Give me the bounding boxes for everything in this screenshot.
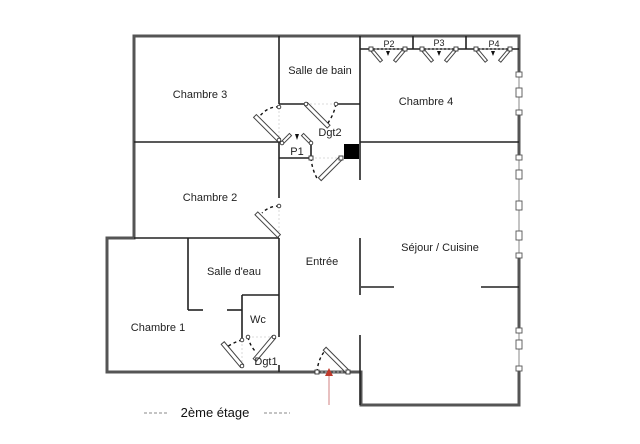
closet-door-p3 bbox=[419, 46, 459, 63]
room-label-chambre1: Chambre 1 bbox=[131, 322, 185, 334]
room-label-p4: P4 bbox=[488, 39, 499, 49]
room-label-dgt1: Dgt1 bbox=[254, 356, 277, 368]
room-label-chambre2: Chambre 2 bbox=[183, 192, 237, 204]
room-label-p1: P1 bbox=[290, 146, 303, 158]
room-label-entree: Entrée bbox=[306, 256, 338, 268]
floor-label-text: 2ème étage bbox=[181, 405, 250, 420]
room-label-dgt2: Dgt2 bbox=[318, 127, 341, 139]
room-label-chambre3: Chambre 3 bbox=[173, 89, 227, 101]
floor-label: 2ème étage bbox=[144, 405, 290, 420]
room-label-salle-de-bain: Salle de bain bbox=[288, 65, 352, 77]
structural-column-icon bbox=[344, 144, 359, 159]
closet-door-p4 bbox=[473, 46, 513, 63]
windows bbox=[515, 71, 523, 372]
entry-arrow-icon bbox=[325, 368, 333, 405]
room-label-sejour-cuisine: Séjour / Cuisine bbox=[401, 242, 479, 254]
room-label-salle-deau: Salle d'eau bbox=[207, 266, 261, 278]
room-label-wc: Wc bbox=[250, 314, 266, 326]
closet-door-p2 bbox=[368, 46, 408, 63]
doors bbox=[220, 46, 513, 375]
room-label-p2: P2 bbox=[383, 39, 394, 49]
room-label-chambre4: Chambre 4 bbox=[399, 96, 453, 108]
room-label-p3: P3 bbox=[433, 38, 444, 48]
outer-walls bbox=[105, 34, 521, 407]
